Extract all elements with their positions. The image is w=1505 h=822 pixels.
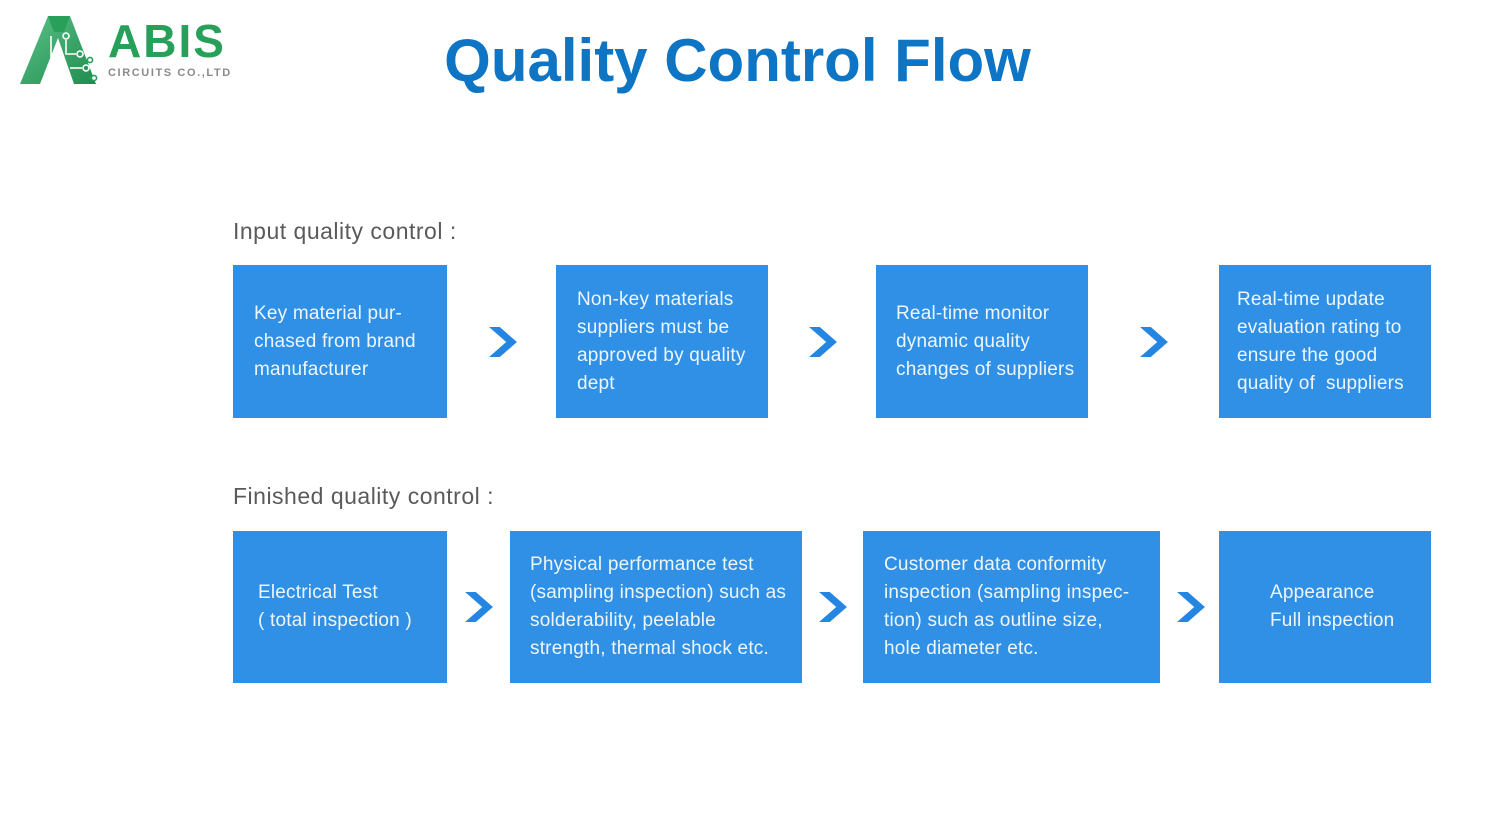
flow-arrow-icon (486, 327, 520, 357)
page-title: Quality Control Flow (444, 27, 1031, 94)
flow-step-realtime-update: Real-time update evaluation rating to en… (1219, 265, 1431, 418)
logo-brand-name: ABIS (108, 15, 226, 67)
flow-step-text: Electrical Test ( total inspection ) (258, 582, 412, 631)
flow-step-electrical-test: Electrical Test ( total inspection ) (233, 531, 447, 683)
flow-step-text: Real-time update evaluation rating to en… (1237, 288, 1404, 394)
flow-step-nonkey-suppliers: Non-key materials suppliers must be appr… (556, 265, 768, 418)
flow-step-text: Real-time monitor dynamic quality change… (896, 302, 1075, 380)
company-logo: ABIS CIRCUITS CO.,LTD (18, 10, 232, 90)
flow-step-key-material: Key material pur- chased from brand manu… (233, 265, 447, 418)
flow-arrow-icon (1137, 327, 1171, 357)
section-label-input-quality-control: Input quality control : (233, 218, 457, 244)
section-label-finished-quality-control: Finished quality control : (233, 483, 495, 509)
logo-text: ABIS CIRCUITS CO.,LTD (108, 15, 232, 79)
flow-step-text: Appearance Full inspection (1270, 582, 1395, 631)
flow-step-text: Key material pur- chased from brand manu… (254, 302, 416, 380)
flow-step-customer-data-conformity: Customer data conformity inspection (sam… (863, 531, 1160, 683)
flow-step-text: Customer data conformity inspection (sam… (884, 554, 1130, 659)
flow-arrow-icon (462, 592, 496, 622)
flow-arrow-icon (816, 592, 850, 622)
flow-step-text: Non-key materials suppliers must be appr… (577, 288, 746, 394)
flow-step-appearance-inspection: Appearance Full inspection (1219, 531, 1431, 683)
flow-arrow-icon (806, 327, 840, 357)
flow-step-realtime-monitor: Real-time monitor dynamic quality change… (876, 265, 1088, 418)
circuit-board-logo-icon (20, 16, 98, 84)
flow-step-text: Physical performance test (sampling insp… (530, 554, 787, 659)
flow-step-physical-performance-test: Physical performance test (sampling insp… (510, 531, 802, 683)
logo-company-subtitle: CIRCUITS CO.,LTD (108, 66, 232, 79)
flow-arrow-icon (1174, 592, 1208, 622)
